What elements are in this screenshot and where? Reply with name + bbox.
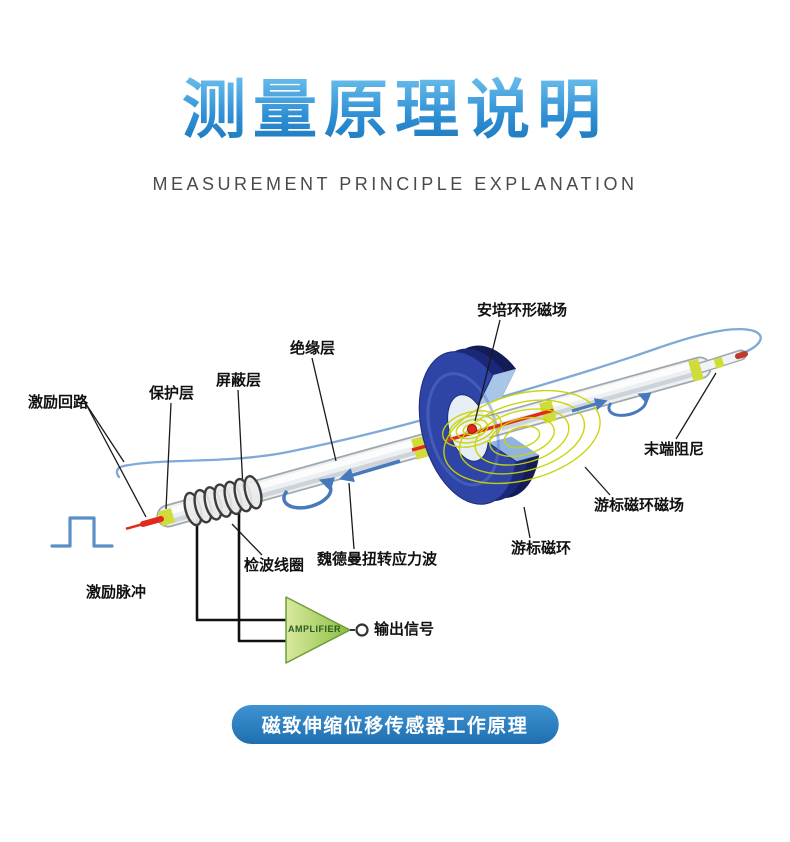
label-output-signal: 输出信号 — [374, 621, 435, 638]
label-end-damping: 末端阻尼 — [644, 441, 705, 458]
field-lines — [441, 389, 601, 485]
label-amplifier: AMPLIFIER — [288, 624, 341, 634]
detection-coil — [183, 475, 263, 527]
page-subtitle: MEASUREMENT PRINCIPLE EXPLANATION — [152, 173, 638, 194]
label-cursor-ring-field: 游标磁环磁场 — [594, 497, 685, 514]
label-protective-layer: 保护层 — [149, 385, 195, 402]
center-conductor-left-tip — [125, 516, 164, 530]
label-excitation-loop: 激励回路 — [28, 394, 89, 411]
label-excitation-pulse: 激励脉冲 — [86, 584, 147, 601]
center-conductor — [446, 408, 554, 442]
label-insulation-layer: 绝缘层 — [290, 340, 336, 357]
label-ampere-ring-field: 安培环形磁场 — [477, 302, 568, 319]
page-title: 测量原理说明 — [0, 0, 790, 148]
label-detection-coil: 检波线圈 — [244, 557, 305, 574]
label-cursor-ring: 游标磁环 — [511, 540, 572, 557]
rotation-arrow-right — [607, 392, 652, 417]
amplifier — [285, 596, 369, 664]
pulse-waveform — [50, 516, 114, 548]
field-direction-arrow — [571, 398, 608, 413]
arrows — [282, 392, 652, 510]
label-shielding-layer: 屏蔽层 — [216, 372, 262, 389]
leader-lines — [85, 319, 717, 556]
ring-cut-face-top — [478, 368, 517, 406]
amplifier-triangle — [285, 596, 351, 664]
page-title-text: 测量原理说明 — [182, 74, 608, 146]
current-node-dot — [467, 424, 477, 434]
wave-direction-arrow — [338, 459, 401, 483]
cursor-ring-field-lines — [443, 389, 601, 485]
bottom-caption: 磁致伸缩位移传感器工作原理 — [231, 705, 559, 744]
output-terminal — [355, 623, 369, 637]
label-wiedemann-wave: 魏德曼扭转应力波 — [317, 551, 438, 568]
ring-cut-face-bottom — [488, 436, 540, 462]
coil-circuit-lines — [195, 509, 286, 643]
rotation-arrow-left — [282, 477, 336, 510]
